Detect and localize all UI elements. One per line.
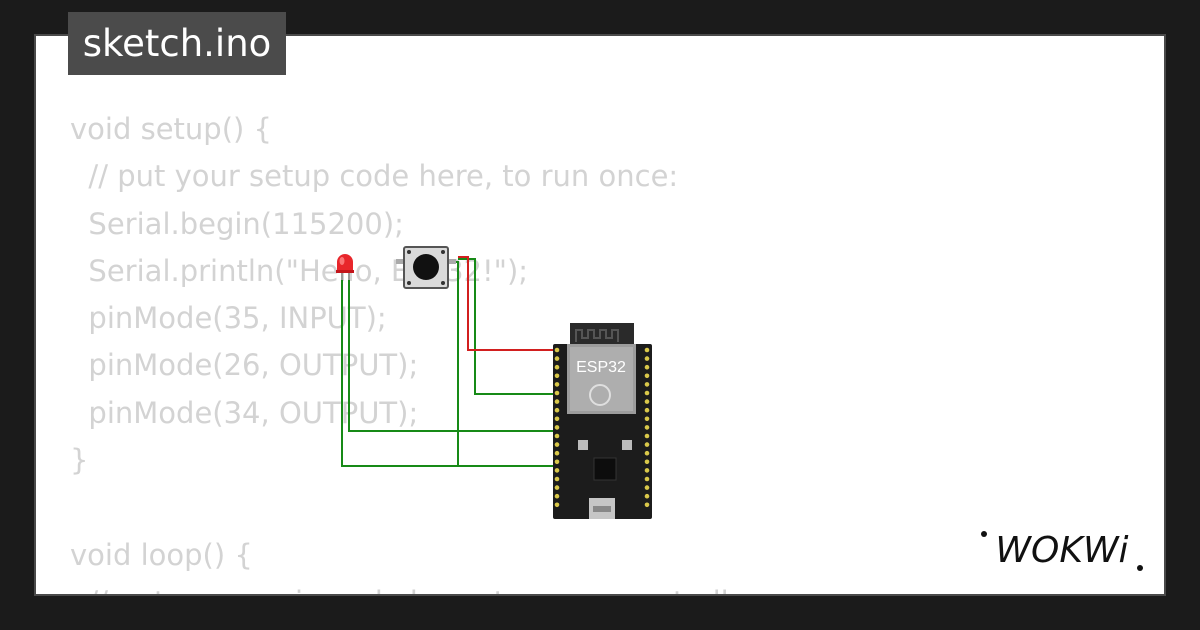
header-pin[interactable] — [644, 485, 650, 490]
header-pin[interactable] — [644, 382, 650, 387]
wire-led-red[interactable] — [341, 276, 556, 467]
header-pin[interactable] — [644, 416, 650, 422]
header-pin[interactable] — [554, 433, 560, 439]
code-line: // put your setup code here, to run once… — [70, 159, 679, 194]
wire-button-green-b[interactable] — [458, 258, 556, 395]
header-pin[interactable] — [554, 382, 560, 387]
header-pin[interactable] — [554, 373, 560, 379]
wires — [341, 256, 556, 467]
header-pin[interactable] — [644, 493, 650, 499]
left-header-pins — [554, 347, 560, 508]
header-pin[interactable] — [644, 459, 650, 465]
header-pin[interactable] — [554, 485, 560, 490]
code-line: void loop() { — [70, 537, 253, 572]
red-led-icon[interactable] — [336, 254, 354, 280]
pushbutton-icon[interactable] — [396, 246, 456, 289]
header-pin[interactable] — [554, 390, 560, 396]
wire-led-green[interactable] — [348, 276, 556, 432]
header-pin[interactable] — [644, 347, 650, 353]
wire-button-red[interactable] — [458, 256, 556, 351]
header-pin[interactable] — [554, 442, 560, 447]
esp32-devkit-icon[interactable]: ESP32 — [553, 323, 652, 519]
header-pin[interactable] — [554, 476, 560, 482]
header-pin[interactable] — [554, 399, 560, 404]
header-pin[interactable] — [554, 502, 560, 508]
code-line: } — [70, 443, 89, 478]
header-pin[interactable] — [644, 364, 650, 370]
header-pin[interactable] — [644, 373, 650, 379]
code-editor: void setup() { // put your setup code he… — [70, 106, 754, 594]
header-pin[interactable] — [554, 468, 560, 473]
header-pin[interactable] — [644, 450, 650, 456]
file-tab[interactable]: sketch.ino — [68, 12, 286, 75]
header-pin[interactable] — [644, 502, 650, 508]
header-pin[interactable] — [554, 425, 560, 430]
header-pin[interactable] — [554, 356, 560, 361]
board-label: ESP32 — [576, 359, 626, 376]
header-pin[interactable] — [644, 433, 650, 439]
code-line: void setup() { — [70, 112, 272, 146]
header-pin[interactable] — [644, 442, 650, 447]
wokwi-logo: WOKWi — [981, 530, 1143, 571]
header-pin[interactable] — [554, 407, 560, 413]
header-pin[interactable] — [644, 468, 650, 473]
header-pin[interactable] — [644, 399, 650, 404]
header-pin[interactable] — [644, 425, 650, 430]
header-pin[interactable] — [554, 459, 560, 465]
header-pin[interactable] — [554, 416, 560, 422]
header-pin[interactable] — [554, 450, 560, 456]
header-pin[interactable] — [554, 347, 560, 353]
code-line: // put your main code here, to run repea… — [70, 579, 753, 594]
wire-button-green-a[interactable] — [448, 261, 556, 467]
right-header-pins — [644, 347, 650, 508]
header-pin[interactable] — [554, 364, 560, 370]
header-pin[interactable] — [644, 476, 650, 482]
brand-name: WOKWi — [995, 530, 1128, 571]
code-line: Serial.begin(115200); — [70, 206, 404, 241]
header-pin[interactable] — [644, 407, 650, 413]
header-pin[interactable] — [644, 390, 650, 396]
header-pin[interactable] — [554, 493, 560, 499]
header-pin[interactable] — [644, 356, 650, 361]
code-line: pinMode(35, INPUT); — [70, 301, 387, 336]
